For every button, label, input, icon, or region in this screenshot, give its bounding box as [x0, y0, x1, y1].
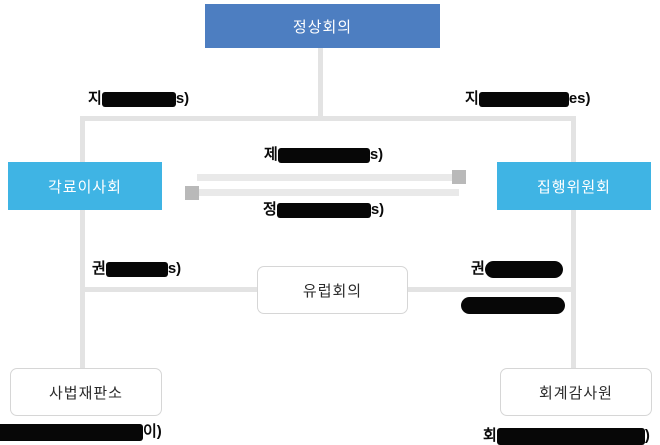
- arrow-left-head-icon: [185, 186, 199, 200]
- edge-label-text: 지: [465, 90, 479, 107]
- edge-label-text: 제: [264, 146, 278, 163]
- edge-label-text: 권: [92, 260, 106, 277]
- arrow-right-head-icon: [452, 170, 466, 184]
- edge-label-right-mid-bottom: [461, 297, 565, 314]
- edge-label-text: s): [369, 146, 384, 163]
- edge-label-left-mid: 권 s): [92, 260, 181, 278]
- edge-label-text: 권: [471, 260, 485, 277]
- redaction-bar: [276, 202, 371, 218]
- edge-label-text: s): [167, 260, 182, 277]
- connector-left-lower-vertical: [80, 210, 85, 368]
- redaction-bar: [101, 91, 176, 107]
- edge-label-bottom-right: 회): [483, 427, 650, 445]
- connector-right-upper-vertical: [571, 119, 576, 162]
- node-audit: 회계감사원: [500, 368, 652, 416]
- edge-label-text: es): [568, 90, 591, 107]
- edge-label-right-mid-top: 권: [471, 260, 563, 278]
- node-audit-label: 회계감사원: [538, 384, 613, 402]
- edge-label-text: s): [175, 90, 190, 107]
- edge-label-text: s): [370, 201, 385, 218]
- node-council-label: 각료이사회: [47, 178, 122, 196]
- edge-label-mid-top: 제 s): [264, 146, 383, 164]
- edge-label-text: 이): [143, 423, 162, 440]
- redaction-bar: [461, 297, 565, 314]
- node-europe-label: 유럽회의: [302, 282, 363, 300]
- redaction-bar: [478, 91, 569, 107]
- connector-summit-vertical: [318, 47, 323, 118]
- node-council: 각료이사회: [8, 162, 162, 210]
- node-commission: 집행위원회: [497, 162, 651, 210]
- node-summit: 정상회의: [205, 4, 440, 48]
- edge-label-text: 정: [263, 201, 277, 218]
- edge-label-mid-bottom: 정 s): [263, 201, 384, 219]
- arrow-left-shaft: [199, 189, 459, 196]
- connector-mid-right-horizontal: [405, 287, 574, 292]
- edge-label-text: 회: [483, 427, 497, 444]
- node-commission-label: 집행위원회: [536, 178, 611, 196]
- edge-label-bottom-left: 이): [0, 423, 162, 441]
- redaction-bar: [484, 260, 563, 278]
- node-court: 사법재판소: [10, 368, 162, 416]
- redaction-bar: [277, 147, 370, 163]
- node-court-label: 사법재판소: [48, 384, 123, 402]
- edge-label-top-left: 지 s): [88, 90, 189, 108]
- connector-main-horizontal: [80, 116, 576, 121]
- edge-label-text: ): [644, 427, 650, 444]
- edge-label-text: 지: [88, 90, 102, 107]
- edge-label-top-right: 지 es): [465, 90, 591, 108]
- connector-left-upper-vertical: [80, 119, 85, 162]
- node-europe: 유럽회의: [257, 266, 408, 314]
- redaction-bar: [0, 423, 143, 441]
- connector-mid-left-horizontal: [83, 287, 258, 292]
- arrow-right-shaft: [197, 174, 453, 181]
- node-summit-label: 정상회의: [292, 18, 353, 36]
- redaction-bar: [105, 261, 168, 277]
- redaction-bar: [496, 427, 645, 445]
